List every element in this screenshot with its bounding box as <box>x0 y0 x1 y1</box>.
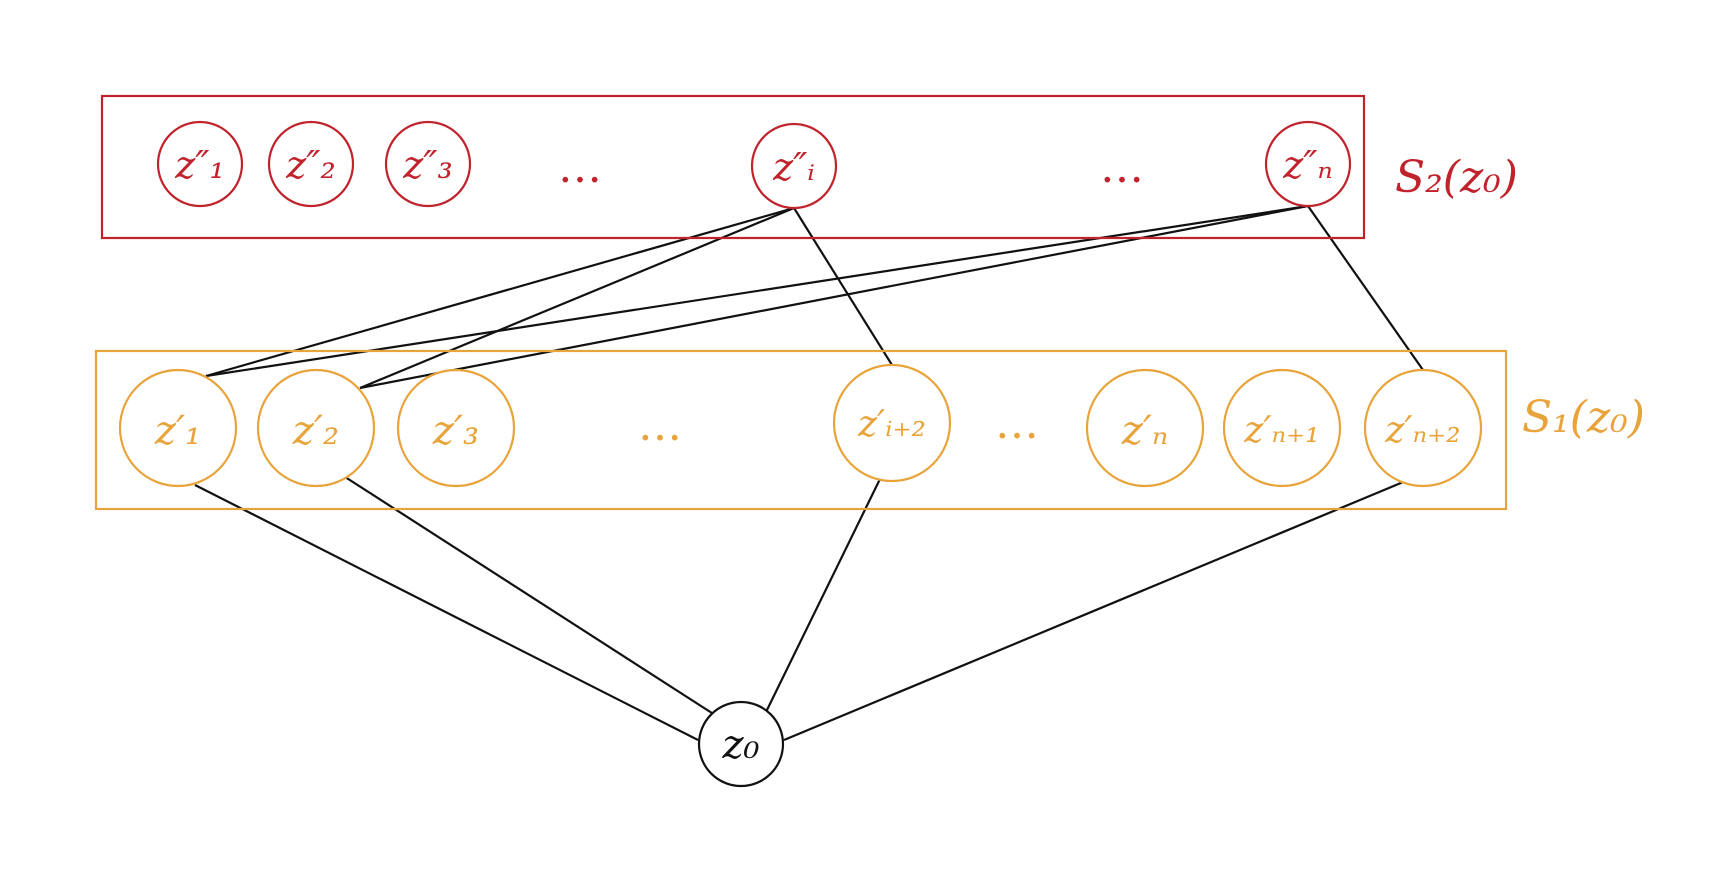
s1-group-box <box>94 349 1508 511</box>
node-z-pp-2: z″₂ <box>267 120 355 208</box>
node-label: z′ₙ₊₂ <box>1384 410 1460 451</box>
node-z-p-3: z′₃ <box>396 368 516 488</box>
edge-zppn-zp1 <box>205 204 1309 378</box>
s2-ellipsis-right: … <box>1100 142 1144 193</box>
node-label: z″₂ <box>285 143 335 187</box>
node-z-pp-1: z″₁ <box>156 120 244 208</box>
edge-z0-zpn2 <box>783 478 1409 742</box>
edges-layer <box>194 204 1424 742</box>
node-z-pp-3: z″₃ <box>384 120 472 208</box>
node-label: z₀ <box>721 722 759 768</box>
node-label: z′ₙ <box>1121 408 1168 454</box>
node-z-p-n-plus-2: z′ₙ₊₂ <box>1363 368 1483 488</box>
node-label: z″ᵢ <box>772 145 815 189</box>
s1-ellipsis-left: … <box>638 400 682 451</box>
node-label: z′₂ <box>292 408 339 454</box>
node-z-0: z₀ <box>697 700 785 788</box>
node-z-pp-i: z″ᵢ <box>750 122 838 210</box>
edge-zppi-zp1 <box>205 206 795 378</box>
edge-zppn-zp2 <box>359 204 1309 390</box>
node-label: z′₁ <box>154 408 201 454</box>
edge-zppi-zpi2 <box>793 207 893 366</box>
edge-z0-zpi2 <box>765 478 881 713</box>
node-label: z′ᵢ₊₂ <box>857 404 926 445</box>
node-z-p-n: z′ₙ <box>1085 368 1205 488</box>
node-z-pp-n: z″ₙ <box>1264 120 1352 208</box>
edge-z0-zp1 <box>194 484 699 741</box>
s2-ellipsis-left: … <box>558 142 602 193</box>
node-z-p-i-plus-2: z′ᵢ₊₂ <box>832 363 952 483</box>
node-z-p-1: z′₁ <box>118 368 238 488</box>
node-z-p-n-plus-1: z′ₙ₊₁ <box>1222 368 1342 488</box>
s2-group-label: S₂(z₀) <box>1395 152 1518 203</box>
node-z-p-2: z′₂ <box>256 368 376 488</box>
node-label: z′ₙ₊₁ <box>1243 410 1319 451</box>
edge-zppi-zp2 <box>359 206 795 390</box>
edge-z0-zp2 <box>341 474 716 716</box>
s1-group-label: S₁(z₀) <box>1522 392 1645 443</box>
node-label: z″₁ <box>174 143 224 187</box>
edge-zppn-zpn2 <box>1307 205 1424 371</box>
s2-group-box <box>100 94 1366 240</box>
s1-ellipsis-right: … <box>995 398 1039 449</box>
node-label: z″ₙ <box>1282 143 1333 187</box>
node-label: z″₃ <box>402 143 452 187</box>
node-label: z′₃ <box>432 408 479 454</box>
